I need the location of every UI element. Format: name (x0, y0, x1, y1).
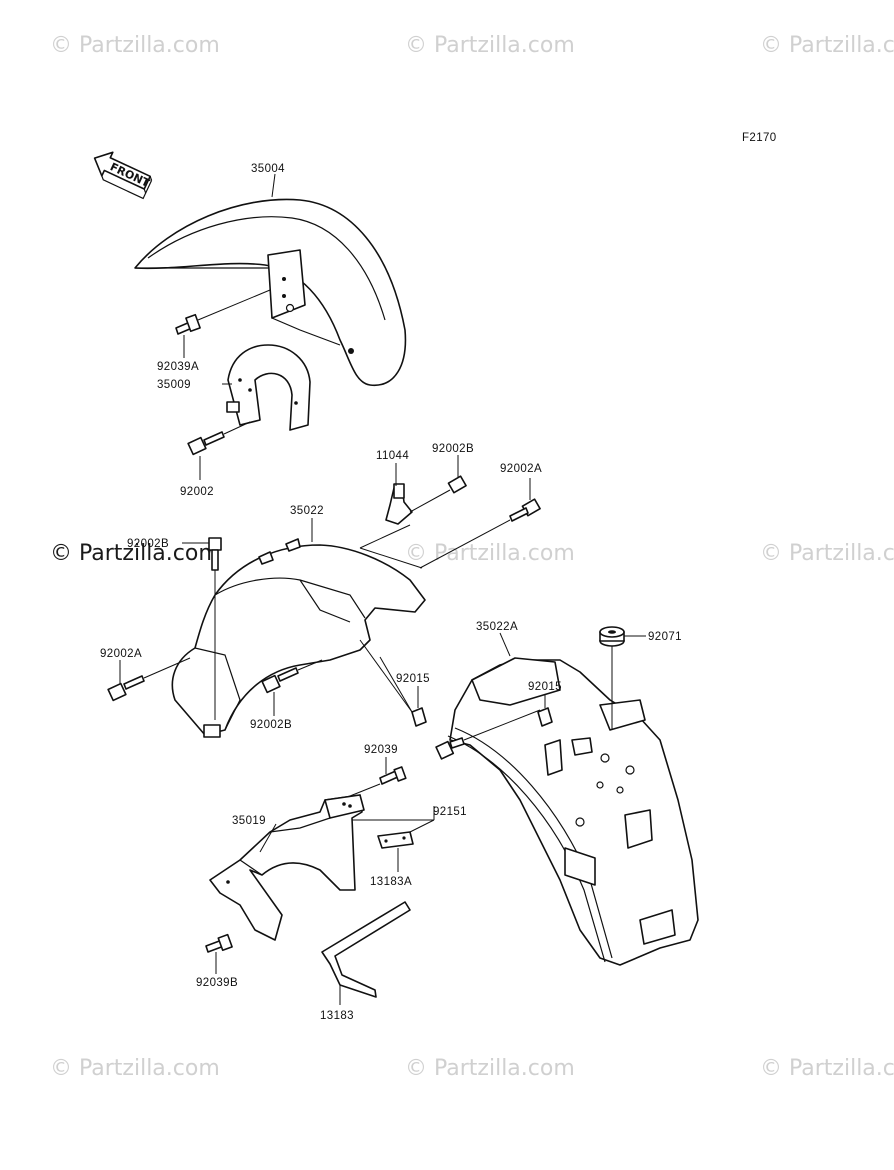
bolt-92002A-right-icon (419, 498, 541, 569)
part-label-11044: 11044 (376, 450, 409, 462)
bracket-35009 (226, 344, 311, 431)
watermark-mid-center: © Partzilla.com (405, 541, 575, 566)
bolt-92002A-left-icon (107, 657, 191, 702)
watermark-bottom-center: © Partzilla.com (405, 1056, 575, 1081)
mid-fender-35022 (171, 538, 426, 738)
part-label-35009: 35009 (157, 379, 191, 391)
part-label-92002B-left: 92002B (127, 538, 169, 550)
front-arrow-icon: FRONT (93, 151, 153, 200)
part-label-13183: 13183 (320, 1010, 354, 1022)
bolt-92151-icon (435, 709, 541, 760)
part-label-92015-b: 92015 (528, 681, 562, 693)
part-label-92015-a: 92015 (396, 673, 430, 685)
watermark-mid-left: © Partzilla.com (50, 541, 220, 566)
leader-mid-to-bracket (359, 524, 411, 549)
part-label-35022A: 35022A (476, 621, 518, 633)
leader-35004 (271, 173, 276, 198)
bolt-92002B-bottom-icon (261, 659, 323, 694)
part-label-92002A-right: 92002A (500, 463, 542, 475)
part-label-92039: 92039 (364, 744, 398, 756)
part-label-35019: 35019 (232, 815, 266, 827)
part-label-13183A: 13183A (370, 876, 412, 888)
watermark-bottom-left: © Partzilla.com (50, 1056, 220, 1081)
leader-35022A (499, 632, 511, 657)
watermark-mid-right: © Partzilla.com (760, 541, 894, 566)
part-label-92002: 92002 (180, 486, 214, 498)
part-label-92071: 92071 (648, 631, 682, 643)
bolt-92002B-top-icon (409, 475, 467, 513)
part-label-92002A-left: 92002A (100, 648, 142, 660)
grommet-92071-icon (599, 626, 625, 730)
bolt-92002B-left-icon (208, 537, 222, 720)
rear-fender-35022A (447, 657, 699, 966)
leader-mid-to-bolt (359, 547, 423, 569)
nut-92015-a-icon (379, 656, 427, 727)
plate-13183A-icon (377, 831, 414, 849)
bolt-92039A-icon (175, 289, 271, 335)
watermark-top-center: © Partzilla.com (405, 33, 575, 58)
part-label-92151: 92151 (433, 806, 467, 818)
inner-fender-35019 (209, 794, 365, 941)
watermark-top-left: © Partzilla.com (50, 33, 220, 58)
part-label-92039A: 92039A (157, 361, 199, 373)
diagram-code: F2170 (742, 132, 777, 144)
stay-13183-icon (321, 901, 411, 998)
leader-mid-to-nut (359, 639, 413, 713)
part-label-92002B-bottom: 92002B (250, 719, 292, 731)
part-label-35022: 35022 (290, 505, 324, 517)
watermark-bottom-right: © Partzilla.com (760, 1056, 894, 1081)
part-label-92002B-top: 92002B (432, 443, 474, 455)
part-label-35004: 35004 (251, 163, 285, 175)
leader-35019 (259, 823, 277, 853)
bolt-92039B-icon (205, 933, 233, 953)
watermark-top-right: © Partzilla.com (760, 33, 894, 58)
part-label-92039B: 92039B (196, 977, 238, 989)
nut-92015-b-icon (537, 707, 553, 727)
bolt-92039-icon (339, 766, 407, 801)
bolt-92002-icon (187, 421, 251, 456)
watermarks: © Partzilla.com © Partzilla.com © Partzi… (50, 33, 894, 1081)
front-fender (134, 198, 407, 386)
bracket-11044 (385, 483, 413, 525)
